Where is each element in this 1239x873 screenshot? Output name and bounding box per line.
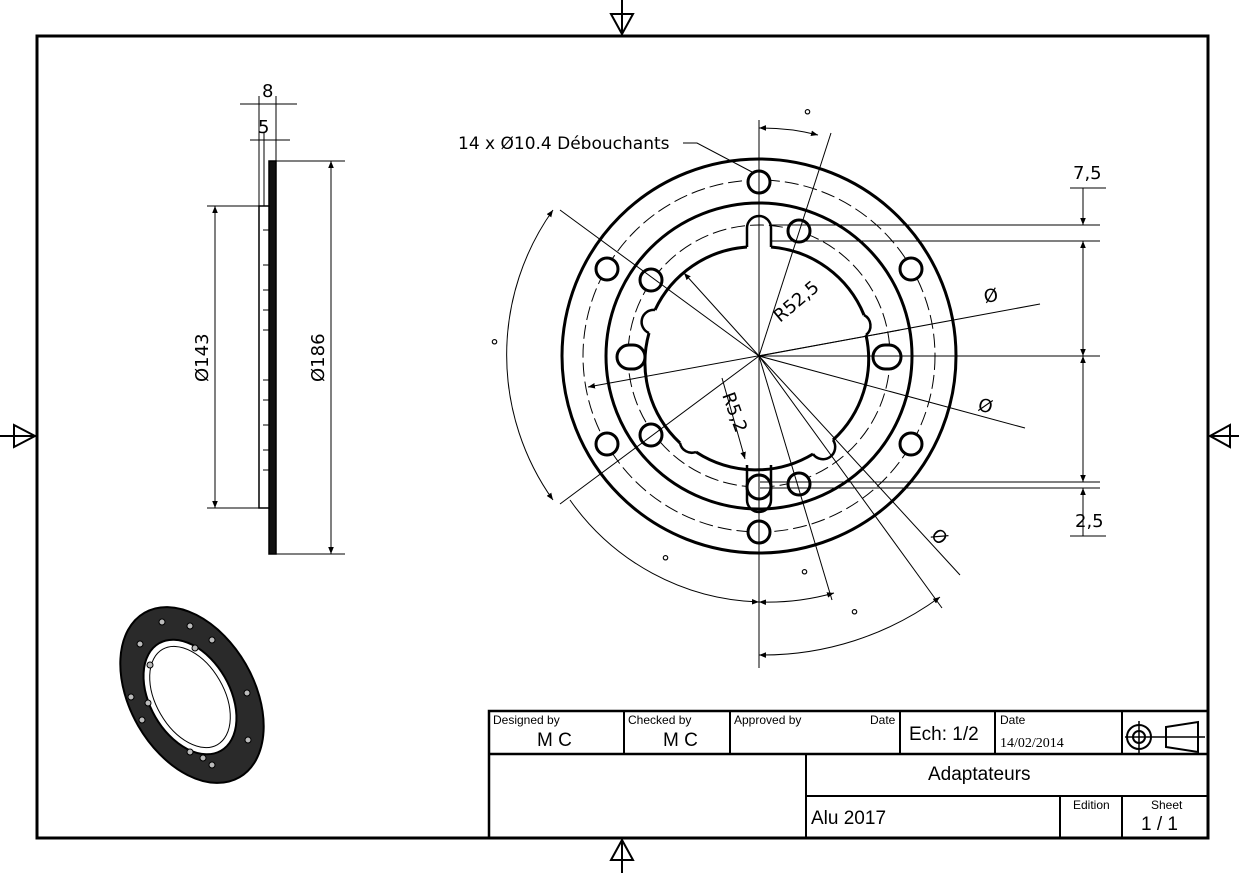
sheet-label: Sheet xyxy=(1151,798,1183,812)
checked-by-label: Checked by xyxy=(628,713,691,727)
degree-2: ° xyxy=(490,336,499,357)
date-value: 14/02/2014 xyxy=(1000,736,1064,751)
front-view: 14 x Ø10.4 Débouchants R52,5 R5,2 7,5 2,… xyxy=(458,106,1106,668)
offset-bottom: 2,5 xyxy=(1075,511,1104,532)
degree-5: ° xyxy=(850,606,859,627)
date-label-2: Date xyxy=(1000,713,1026,727)
title-block xyxy=(487,709,1210,840)
degree-1: ° xyxy=(803,106,812,127)
dim-width-inner: 5 xyxy=(258,117,269,138)
date-label-1: Date xyxy=(870,713,896,727)
dia-symbol-2: Ø xyxy=(976,395,995,419)
dim-dia-outer: Ø186 xyxy=(308,333,329,382)
edition-label: Edition xyxy=(1073,798,1110,812)
isometric-view xyxy=(119,606,265,784)
radius-small: R5,2 xyxy=(717,390,751,436)
side-view: 8 5 Ø143 Ø186 xyxy=(192,81,345,555)
designed-by-value: M C xyxy=(537,730,572,751)
offset-top: 7,5 xyxy=(1073,163,1102,184)
material-value: Alu 2017 xyxy=(811,808,886,829)
degree-4: ° xyxy=(800,566,809,587)
degree-3: ° xyxy=(661,552,670,573)
sheet-value: 1 / 1 xyxy=(1141,814,1178,835)
dia-symbol-3: Ø xyxy=(926,525,951,550)
dim-dia-inner: Ø143 xyxy=(192,333,213,382)
drawing-title: Adaptateurs xyxy=(928,764,1030,785)
radius-large: R52,5 xyxy=(770,277,824,327)
dia-symbol-1: Ø xyxy=(982,285,1000,308)
checked-by-value: M C xyxy=(663,730,698,751)
scale-value: Ech: 1/2 xyxy=(909,724,979,745)
hole-callout: 14 x Ø10.4 Débouchants xyxy=(458,134,670,154)
dim-width-total: 8 xyxy=(262,81,273,102)
approved-by-label: Approved by xyxy=(734,713,801,727)
designed-by-label: Designed by xyxy=(493,713,560,727)
